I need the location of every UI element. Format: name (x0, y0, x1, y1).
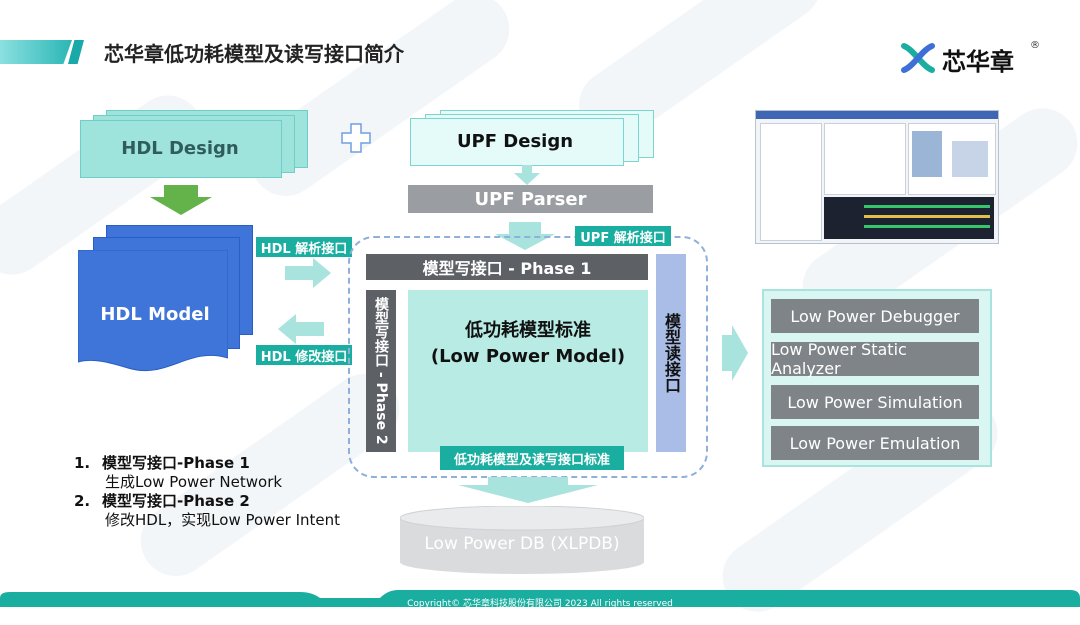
legend-item: 2. 模型写接口-Phase 2 (74, 492, 340, 511)
upf-design-page-front (410, 118, 624, 166)
standard-tag: 低功耗模型及读写接口标准 (440, 446, 624, 470)
hdl-design-label: HDL Design (121, 137, 239, 159)
upf-parse-interface-tag: UPF 解析接口 (575, 226, 671, 246)
write-interface-phase2-bar: 模型写接口 - Phase 2 (366, 290, 396, 452)
legend-number: 2. (74, 492, 91, 510)
legend: 1. 模型写接口-Phase 1 生成Low Power Network 2. 模型… (74, 454, 340, 530)
low-power-model-title-cn: 低功耗模型标准 (465, 320, 591, 341)
tool-low-power-emulation: Low Power Emulation (771, 426, 979, 460)
arrow-left-icon (278, 314, 324, 348)
low-power-model-panel (408, 290, 648, 452)
tool-low-power-simulation: Low Power Simulation (771, 385, 979, 419)
upf-design-label: UPF Design (456, 130, 574, 152)
background-shape (237, 0, 523, 210)
hdl-modify-interface-tag: HDL 修改接口 (256, 345, 352, 365)
arrow-right-icon (285, 258, 331, 292)
footer-bar (0, 588, 1080, 607)
legend-title: 模型写接口-Phase 2 (102, 492, 250, 510)
arrow-down-icon (512, 165, 542, 189)
legend-description: 修改HDL，实现Low Power Intent (105, 511, 341, 529)
legend-number: 1. (74, 454, 91, 472)
page-title: 芯华章低功耗模型及读写接口简介 (104, 42, 404, 66)
legend-description: 生成Low Power Network (105, 473, 283, 491)
low-power-model-title-en: (Low Power Model) (430, 346, 626, 367)
low-power-db-cylinder (399, 505, 645, 578)
write-interface-phase1-bar: 模型写接口 - Phase 1 (366, 254, 648, 280)
upf-parser-box: UPF Parser (408, 185, 653, 213)
read-interface-bar: 模型读接口 (656, 254, 686, 452)
arrow-down-icon (150, 185, 212, 219)
arrow-down-icon (458, 477, 598, 507)
footer-copyright: Copyright© 芯华章科技股份有限公司 2023 All rights r… (407, 599, 673, 609)
low-power-db-label: Low Power DB (XLPDB) (424, 534, 620, 554)
low-power-model-title: 低功耗模型标准 (Low Power Model) (408, 318, 648, 370)
legend-item: 1. 模型写接口-Phase 1 (74, 454, 340, 473)
tool-screenshot-thumbnail (755, 110, 999, 244)
legend-title: 模型写接口-Phase 1 (102, 454, 250, 472)
hdl-parse-interface-tag: HDL 解析接口 (256, 237, 352, 257)
logo-icon (901, 43, 935, 73)
logo (900, 40, 936, 76)
tool-low-power-debugger: Low Power Debugger (771, 299, 979, 333)
hdl-model-label: HDL Model (100, 303, 210, 325)
logo-registered-mark: ® (1030, 40, 1040, 51)
hdl-design-page-front (80, 120, 282, 178)
logo-text: 芯华章 (942, 48, 1014, 76)
tool-low-power-static-analyzer: Low Power Static Analyzer (771, 340, 979, 378)
title-accent-bar (0, 40, 72, 64)
hdl-model-page-front (77, 249, 229, 380)
arrow-right-icon (722, 325, 748, 385)
plus-icon (340, 122, 372, 158)
